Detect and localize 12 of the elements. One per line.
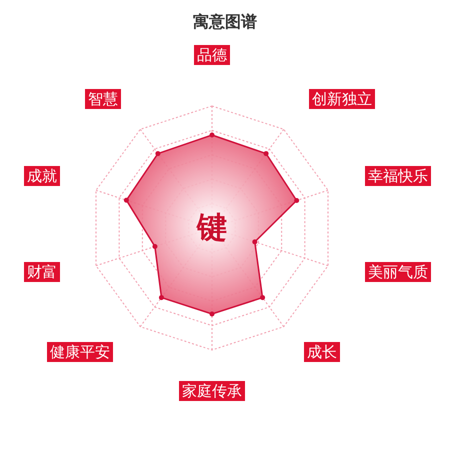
axis-label: 成长 — [304, 342, 340, 362]
axis-label: 财富 — [24, 262, 60, 282]
axis-label: 家庭传承 — [179, 381, 245, 401]
chart-title: 寓意图谱 — [193, 12, 257, 33]
axis-label: 智慧 — [85, 89, 121, 109]
axis-label: 幸福快乐 — [365, 166, 431, 186]
axis-label: 美丽气质 — [365, 262, 431, 282]
axis-label: 成就 — [24, 166, 60, 186]
axis-label: 创新独立 — [309, 89, 375, 109]
center-character: 键 — [197, 210, 227, 248]
axis-label: 健康平安 — [47, 342, 113, 362]
axis-label: 品德 — [194, 45, 230, 65]
